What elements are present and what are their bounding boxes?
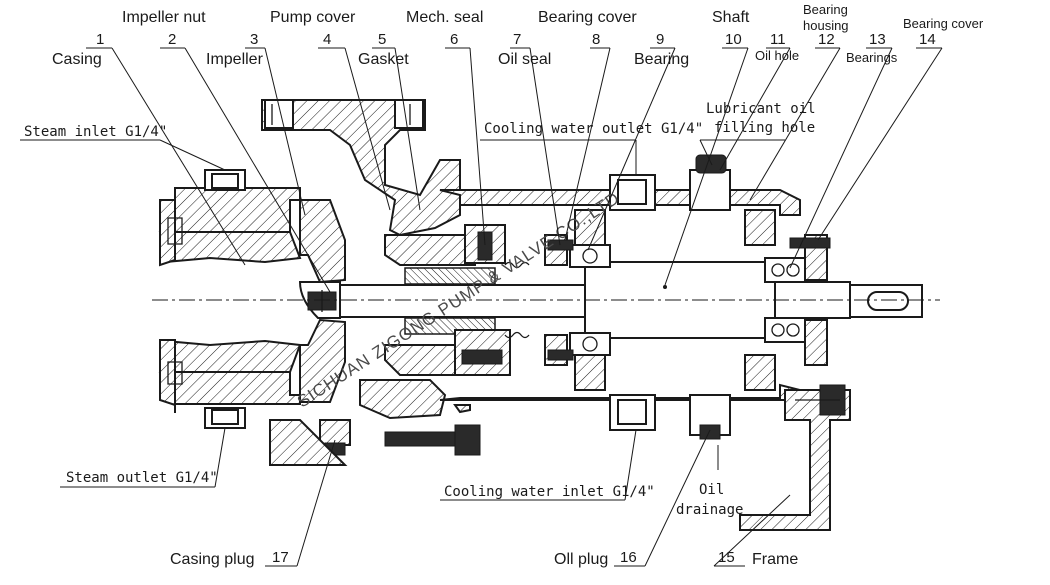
label-bearing: Bearing: [634, 51, 689, 68]
label-casing: Casing: [52, 51, 102, 68]
label-bearing-cover-right: Bearing cover: [903, 16, 984, 31]
label-lubricant-line1: Lubricant oil: [706, 101, 816, 117]
label-oil-plug: Oll plug: [554, 551, 608, 568]
label-oil-seal: Oil seal: [498, 51, 551, 68]
part-number-10: 10: [725, 31, 742, 48]
part-number-13: 13: [869, 31, 886, 48]
label-casing-plug: Casing plug: [170, 551, 255, 568]
part-number-17: 17: [272, 549, 289, 566]
part-number-16: 16: [620, 549, 637, 566]
part-number-14: 14: [919, 31, 936, 48]
label-cooling-water-outlet: Cooling water outlet G1/4": [484, 121, 703, 137]
label-frame: Frame: [752, 551, 798, 568]
label-impeller-nut: Impeller nut: [122, 9, 206, 26]
casing: [158, 169, 302, 429]
label-bearing-housing-line2: housing: [803, 18, 849, 33]
part-number-8: 8: [592, 31, 600, 48]
label-bearings: Bearings: [846, 50, 898, 65]
bearing-housing: [439, 154, 801, 440]
part-number-5: 5: [378, 31, 386, 48]
part-number-1: 1: [96, 31, 104, 48]
part-number-3: 3: [250, 31, 258, 48]
part-number-4: 4: [323, 31, 331, 48]
part-labels: Impeller nut Pump cover Mech. seal Beari…: [24, 2, 984, 568]
part-number-7: 7: [513, 31, 521, 48]
part-number-2: 2: [168, 31, 176, 48]
leader-lines: [20, 47, 943, 567]
label-mech-seal: Mech. seal: [406, 9, 483, 26]
label-cooling-water-inlet: Cooling water inlet G1/4": [444, 484, 655, 500]
label-impeller: Impeller: [206, 51, 264, 68]
part-number-12: 12: [818, 31, 835, 48]
bearing-covers: [544, 234, 831, 366]
part-number-6: 6: [450, 31, 458, 48]
label-steam-outlet: Steam outlet G1/4": [66, 470, 218, 486]
label-bearing-housing-line1: Bearing: [803, 2, 848, 17]
label-gasket: Gasket: [358, 51, 409, 68]
label-oil-drainage-line1: Oil: [699, 482, 724, 498]
part-numbers: 1 2 3 4 5 6 7 8 9 10 11 12 13 14 15 16 1…: [96, 31, 936, 566]
frame: [739, 384, 851, 531]
label-lubricant-line2: filling hole: [714, 120, 815, 136]
label-oil-drainage-line2: drainage: [676, 502, 743, 518]
part-number-15: 15: [718, 549, 735, 566]
part-number-11: 11: [770, 31, 786, 48]
casing-plug: [269, 419, 481, 466]
label-shaft: Shaft: [712, 9, 750, 26]
label-steam-inlet: Steam inlet G1/4": [24, 124, 167, 140]
impeller: [298, 199, 346, 403]
label-pump-cover: Pump cover: [270, 9, 356, 26]
seal-assembly: [339, 224, 586, 376]
part-number-9: 9: [656, 31, 664, 48]
label-bearing-cover-top: Bearing cover: [538, 9, 637, 26]
label-oil-hole: Oil hole: [755, 48, 799, 63]
pump-drawing: [152, 99, 940, 531]
